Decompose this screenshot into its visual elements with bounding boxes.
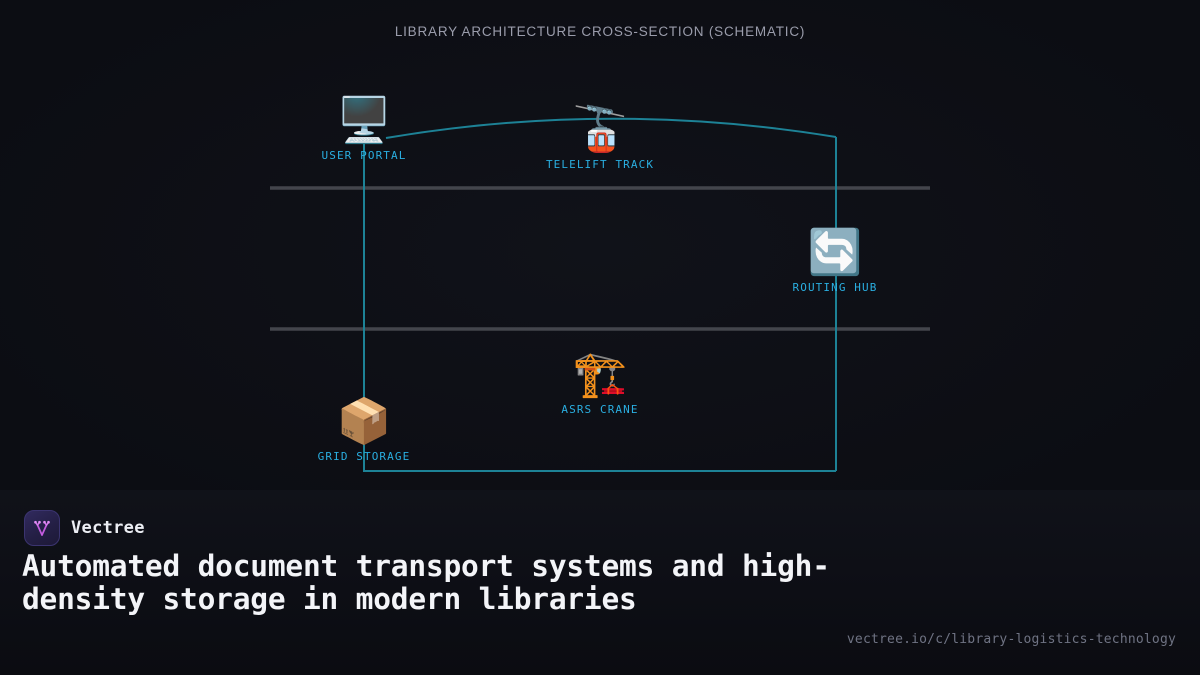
wire-storage-return: [363, 440, 836, 472]
vectree-tree-logo-icon: [24, 510, 60, 546]
brand-row[interactable]: Vectree: [24, 510, 145, 546]
node-label-routing-hub: ROUTING HUB: [792, 281, 878, 294]
node-grid-storage[interactable]: 📦 GRID STORAGE: [274, 396, 454, 463]
connector-lines: [270, 117, 930, 472]
headline: Automated document transport systems and…: [22, 549, 830, 616]
building-construction-icon: 🏗️: [572, 349, 628, 400]
brand-name: Vectree: [71, 518, 145, 538]
node-label-asrs-crane: ASRS CRANE: [561, 403, 639, 416]
node-label-user-portal: USER PORTAL: [321, 149, 407, 162]
node-label-telelift-track: TELELIFT TRACK: [545, 158, 655, 171]
aerial-tramway-icon: 🚡: [572, 104, 628, 155]
node-telelift-track[interactable]: 🚡 TELELIFT TRACK: [510, 104, 690, 171]
vectree-logo-glyph: [34, 520, 50, 536]
footer-panel: Vectree Automated document transport sys…: [0, 490, 1200, 675]
node-label-grid-storage: GRID STORAGE: [317, 450, 411, 463]
node-routing-hub[interactable]: 🔄 ROUTING HUB: [745, 227, 925, 294]
diagram-title: LIBRARY ARCHITECTURE CROSS-SECTION (SCHE…: [394, 24, 806, 39]
arrows-counterclockwise-icon: 🔄: [807, 227, 863, 278]
node-asrs-crane[interactable]: 🏗️ ASRS CRANE: [510, 349, 690, 416]
source-url: vectree.io/c/library-logistics-technolog…: [846, 632, 1176, 647]
wire-portal-to-hub: [385, 117, 837, 139]
architecture-diagram: LIBRARY ARCHITECTURE CROSS-SECTION (SCHE…: [0, 0, 1200, 490]
node-user-portal[interactable]: 🖥️ USER PORTAL: [274, 95, 454, 162]
package-box-icon: 📦: [336, 396, 392, 447]
desktop-computer-icon: 🖥️: [336, 95, 392, 146]
